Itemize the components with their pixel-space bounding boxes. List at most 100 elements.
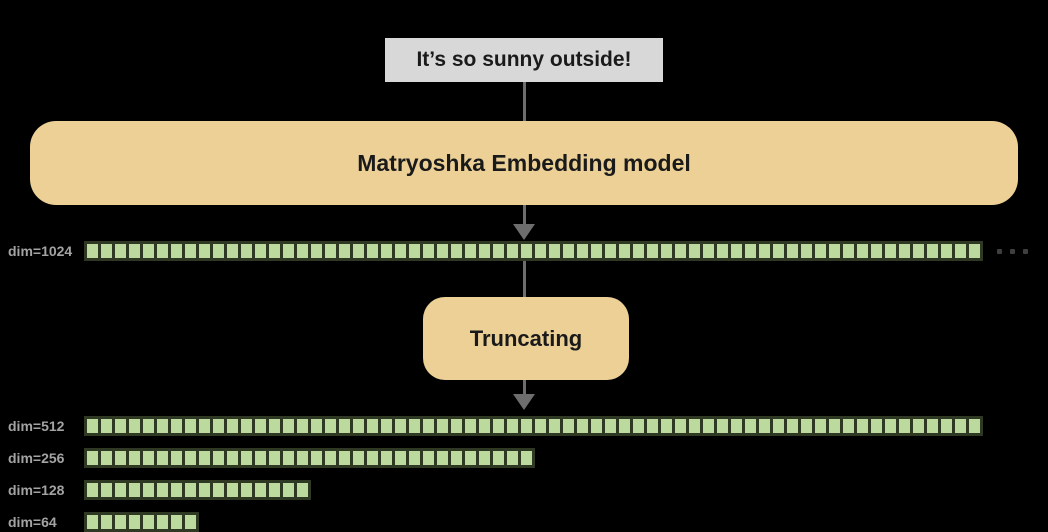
embedding-square: [129, 515, 140, 529]
embedding-square: [269, 483, 280, 497]
embedding-square: [311, 419, 322, 433]
embedding-square: [171, 244, 182, 258]
embedding-square: [451, 419, 462, 433]
embedding-square: [115, 515, 126, 529]
embedding-square: [465, 451, 476, 465]
embedding-square: [647, 244, 658, 258]
embedding-square: [213, 244, 224, 258]
embedding-square: [367, 244, 378, 258]
embedding-square: [143, 451, 154, 465]
embedding-square: [87, 451, 98, 465]
embedding-square: [843, 419, 854, 433]
embedding-square: [521, 419, 532, 433]
embedding-square: [437, 451, 448, 465]
matryoshka-model-label: Matryoshka Embedding model: [357, 149, 691, 176]
embedding-row-dim-64: dim=64: [8, 512, 199, 532]
input-sentence-text: It’s so sunny outside!: [416, 48, 632, 71]
embedding-square: [297, 419, 308, 433]
embedding-square: [283, 451, 294, 465]
embedding-square: [115, 483, 126, 497]
embedding-square: [339, 419, 350, 433]
embedding-square: [185, 244, 196, 258]
embedding-square: [619, 244, 630, 258]
embedding-square: [941, 419, 952, 433]
embedding-square: [283, 244, 294, 258]
embedding-square: [605, 244, 616, 258]
dim-label-256: dim=256: [8, 450, 65, 466]
embedding-square: [143, 483, 154, 497]
embedding-bar-128: [84, 480, 311, 500]
embedding-square: [171, 483, 182, 497]
embedding-square: [437, 244, 448, 258]
embedding-square: [325, 419, 336, 433]
embedding-square: [969, 419, 980, 433]
embedding-square: [255, 419, 266, 433]
embedding-square: [381, 451, 392, 465]
embedding-square: [913, 244, 924, 258]
truncating-box: Truncating: [423, 297, 629, 380]
embedding-square: [941, 244, 952, 258]
embedding-square: [829, 244, 840, 258]
embedding-square: [927, 244, 938, 258]
embedding-row-dim-512: dim=512: [8, 416, 983, 436]
embedding-square: [283, 483, 294, 497]
embedding-bar-64: [84, 512, 199, 532]
ellipsis-dot: [997, 248, 1002, 254]
embedding-square: [157, 419, 168, 433]
embedding-square: [353, 451, 364, 465]
embedding-square: [297, 451, 308, 465]
embedding-square: [171, 451, 182, 465]
ellipsis-dot: [1023, 248, 1028, 254]
embedding-square: [857, 419, 868, 433]
embedding-square: [507, 451, 518, 465]
embedding-square: [129, 451, 140, 465]
embedding-square: [465, 419, 476, 433]
embedding-square: [311, 244, 322, 258]
embedding-square: [283, 419, 294, 433]
dim-label-512: dim=512: [8, 418, 65, 434]
embedding-square: [955, 419, 966, 433]
embedding-square: [507, 244, 518, 258]
embedding-square: [129, 419, 140, 433]
embedding-square: [465, 244, 476, 258]
embedding-square: [227, 483, 238, 497]
embedding-square: [577, 419, 588, 433]
embedding-square: [885, 419, 896, 433]
embedding-square: [227, 451, 238, 465]
embedding-square: [213, 483, 224, 497]
arrow-line-embedding-to-truncating: [523, 261, 526, 297]
embedding-square: [409, 244, 420, 258]
embedding-square: [255, 451, 266, 465]
arrow-line-truncating-to-rows: [523, 380, 526, 395]
embedding-square: [171, 419, 182, 433]
embedding-square: [689, 419, 700, 433]
embedding-square: [913, 419, 924, 433]
dim-label-64: dim=64: [8, 514, 57, 530]
embedding-row-dim-256: dim=256: [8, 448, 535, 468]
embedding-square: [381, 419, 392, 433]
embedding-square: [661, 244, 672, 258]
embedding-square: [619, 419, 630, 433]
embedding-square: [101, 515, 112, 529]
embedding-square: [955, 244, 966, 258]
embedding-square: [353, 419, 364, 433]
embedding-row-dim-128: dim=128: [8, 480, 311, 500]
embedding-square: [899, 244, 910, 258]
embedding-square: [633, 244, 644, 258]
embedding-square: [661, 419, 672, 433]
embedding-square: [451, 244, 462, 258]
embedding-square: [535, 244, 546, 258]
embedding-square: [745, 244, 756, 258]
embedding-square: [801, 419, 812, 433]
embedding-square: [269, 451, 280, 465]
embedding-square: [703, 419, 714, 433]
arrow-line-model-to-embedding: [523, 205, 526, 225]
truncating-label: Truncating: [469, 325, 583, 351]
embedding-square: [549, 419, 560, 433]
embedding-square: [773, 419, 784, 433]
embedding-square: [563, 244, 574, 258]
embedding-square: [269, 244, 280, 258]
embedding-square: [969, 244, 980, 258]
embedding-row-dim-1024: dim=1024: [8, 241, 1028, 261]
embedding-square: [479, 451, 490, 465]
